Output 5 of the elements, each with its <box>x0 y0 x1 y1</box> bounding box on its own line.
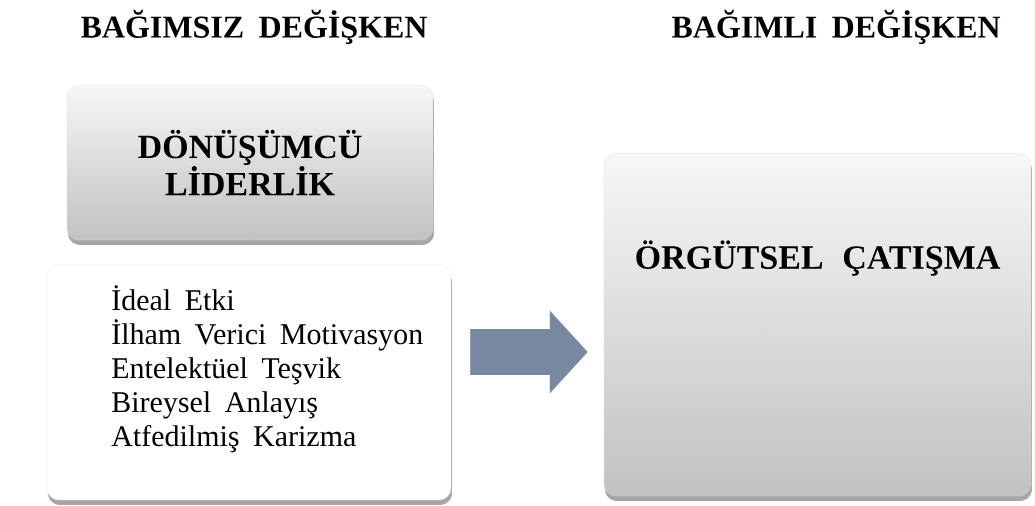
column-heading: BAĞIMLI DEĞİŞKEN <box>672 9 1001 45</box>
concept-box: DÖNÜŞÜMCÜ LİDERLİK <box>66 84 434 245</box>
dimension-list-box: İdeal Etki İlham Verici Motivasyon Entelektüel Teşvik Bireysel Anlayış Atfedilmiş Karizma <box>46 264 452 505</box>
concept-box: ÖRGÜTSEL ÇATIŞMA <box>603 152 1032 501</box>
column-heading: BAĞIMSIZ DEĞİŞKEN <box>81 9 427 45</box>
